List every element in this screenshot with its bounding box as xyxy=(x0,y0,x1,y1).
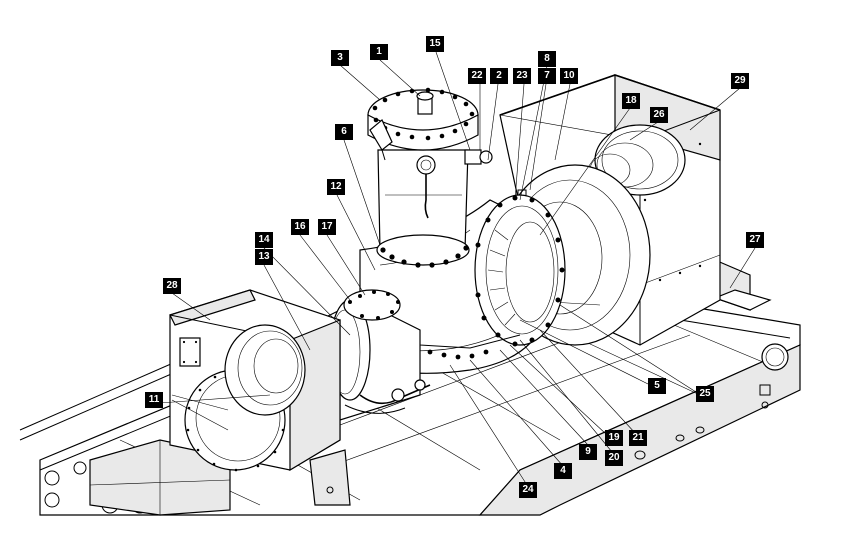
callout-8: 8 xyxy=(538,51,556,67)
callout-10: 10 xyxy=(560,68,578,84)
callout-24: 24 xyxy=(519,482,537,498)
callout-9: 9 xyxy=(579,444,597,460)
callout-14: 14 xyxy=(255,232,273,248)
callout-7: 7 xyxy=(538,68,556,84)
callout-1: 1 xyxy=(370,44,388,60)
callout-11: 11 xyxy=(145,392,163,408)
callout-12: 12 xyxy=(327,179,345,195)
callout-13: 13 xyxy=(255,249,273,265)
callout-4: 4 xyxy=(554,463,572,479)
callout-18: 18 xyxy=(622,93,640,109)
callout-28: 28 xyxy=(163,278,181,294)
steam-chest xyxy=(367,87,493,268)
callout-6: 6 xyxy=(335,124,353,140)
callout-2: 2 xyxy=(490,68,508,84)
callout-20: 20 xyxy=(605,450,623,466)
callout-25: 25 xyxy=(696,386,714,402)
callout-26: 26 xyxy=(650,107,668,123)
callout-19: 19 xyxy=(605,430,623,446)
callout-3: 3 xyxy=(331,50,349,66)
callout-22: 22 xyxy=(468,68,486,84)
leader-lines xyxy=(159,51,756,486)
callout-17: 17 xyxy=(318,219,336,235)
callout-15: 15 xyxy=(426,36,444,52)
callout-16: 16 xyxy=(291,219,309,235)
callout-21: 21 xyxy=(629,430,647,446)
callout-29: 29 xyxy=(731,73,749,89)
inlet-box-left xyxy=(169,289,351,506)
callout-27: 27 xyxy=(746,232,764,248)
callout-23: 23 xyxy=(513,68,531,84)
callout-5: 5 xyxy=(648,378,666,394)
